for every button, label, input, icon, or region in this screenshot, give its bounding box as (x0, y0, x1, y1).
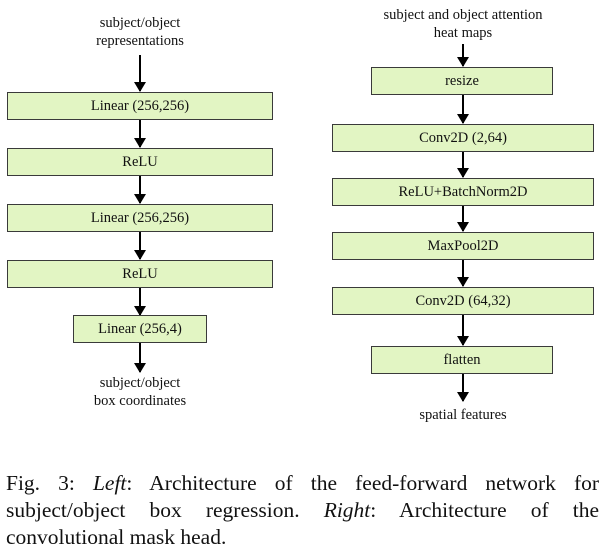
right-layer-maxpool: MaxPool2D (332, 232, 594, 260)
architecture-diagram: subject/object representations Linear (2… (7, 7, 594, 423)
left-arrow-3 (134, 232, 146, 260)
caption-right-word: Right (323, 497, 371, 522)
right-layer-conv2d-2: Conv2D (64,32) (332, 287, 594, 315)
caption-left-word: Left (92, 470, 127, 495)
right-output-label: spatial features (419, 407, 507, 423)
figure-caption: Fig. 3: Left: Architecture of the feed-f… (6, 470, 599, 551)
left-output-label: subject/object box coordinates (93, 375, 187, 409)
right-arrow-1 (457, 95, 469, 124)
left-layer-relu-1: ReLU (7, 148, 273, 176)
left-arrow-4 (134, 288, 146, 316)
left-layer-linear-2: Linear (256,256) (7, 204, 273, 232)
left-arrow-5 (134, 343, 146, 373)
right-layer-relu-batchnorm: ReLU+BatchNorm2D (332, 178, 594, 206)
right-arrow-4 (457, 260, 469, 287)
right-arrow-0 (457, 44, 469, 67)
left-arrow-1 (134, 120, 146, 148)
left-input-label: subject/object representations (96, 15, 184, 49)
caption-prefix: Fig. 3: (6, 470, 93, 495)
right-layer-conv2d-1: Conv2D (2,64) (332, 124, 594, 152)
right-arrow-5 (457, 315, 469, 346)
left-arrow-0 (134, 55, 146, 92)
right-arrow-2 (457, 152, 469, 178)
left-layer-linear-1: Linear (256,256) (7, 92, 273, 120)
right-layer-resize: resize (371, 67, 553, 95)
caption-left-text: : Architecture of the feed-forward netwo… (6, 470, 600, 522)
left-arrow-2 (134, 176, 146, 204)
left-layer-linear-3: Linear (256,4) (73, 315, 207, 343)
right-arrow-3 (457, 206, 469, 232)
right-layer-flatten: flatten (371, 346, 553, 374)
right-input-label: subject and object attention heat maps (383, 7, 543, 41)
right-arrow-6 (457, 374, 469, 402)
left-layer-relu-2: ReLU (7, 260, 273, 288)
